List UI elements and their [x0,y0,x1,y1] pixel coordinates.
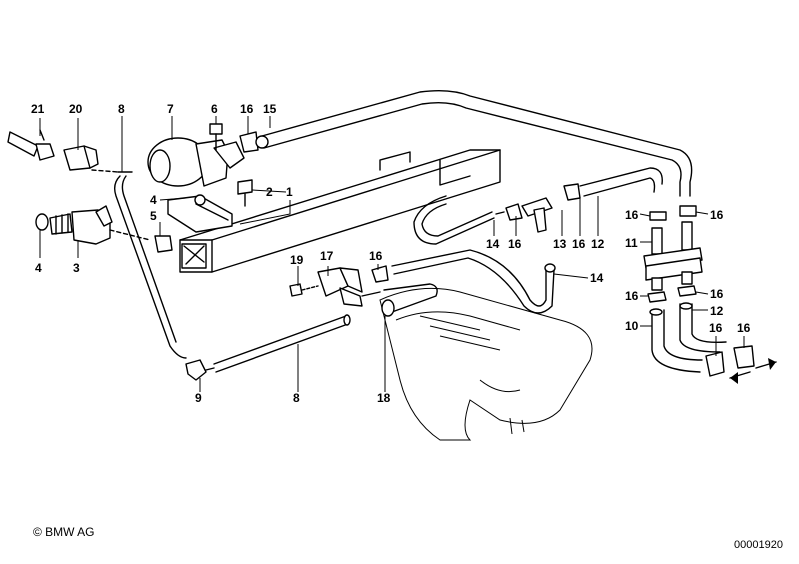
plug-21 [7,129,55,161]
intake-manifold [379,283,593,441]
hose-8-lower [213,314,351,373]
connector-9 [185,359,215,381]
screw-7 [209,123,223,151]
part-label-20: 20 [69,102,83,116]
right-assembly [643,205,777,384]
connector-13 [505,183,581,233]
part-label-16-r2: 16 [710,208,724,222]
part-label-17: 17 [320,249,334,263]
hose-14 [391,249,556,314]
connector-20 [63,145,99,171]
part-label-4-lower: 4 [35,261,42,275]
part-label-1: 1 [286,185,293,199]
part-label-16-c1: 16 [508,237,522,251]
part-label-12-upper: 12 [591,237,605,251]
part-label-4-upper: 4 [150,193,157,207]
leader-lines [39,116,745,392]
hose-12-upper [579,167,663,197]
clamp-top [239,131,269,153]
part-label-11: 11 [625,236,638,250]
part-label-16-top: 16 [240,102,254,116]
part-label-6: 7 [167,102,174,116]
part-label-8-bottom: 8 [293,391,300,405]
bracket-5 [154,235,173,253]
part-label-15: 15 [263,102,277,116]
pressure-regulator [147,137,245,233]
part-label-16-c2: 16 [572,237,586,251]
injector [35,205,151,245]
part-label-16-r3: 16 [625,289,639,303]
copyright-text: © BMW AG [33,525,95,539]
hose-14-small [413,195,505,245]
part-label-12-lower: 12 [710,304,724,318]
part-label-7: 6 [211,102,218,116]
part-label-16-r5: 16 [709,321,723,335]
part-label-3: 3 [73,261,80,275]
part-label-16-r6: 16 [737,321,751,335]
vacuum-hose-8 [91,169,187,359]
fuel-rail [179,149,501,273]
part-label-21: 21 [31,102,45,116]
part-label-2: 2 [266,185,273,199]
part-label-16-r4: 16 [710,287,724,301]
part-label-5: 5 [150,209,157,223]
screw-2 [237,179,253,207]
part-label-10: 10 [625,319,639,333]
part-label-9: 9 [195,391,202,405]
part-label-16-mid: 16 [369,249,383,263]
part-label-14-right: 14 [590,271,604,285]
drawing-number: 00001920 [734,539,783,551]
part-label-18: 18 [377,391,391,405]
part-label-16-r1: 16 [625,208,639,222]
part-label-13: 13 [553,237,567,251]
return-line-15 [261,89,693,197]
part-label-8-top: 8 [118,102,125,116]
part-label-19: 19 [290,253,304,267]
valve-17 [289,265,389,307]
part-label-14-left: 14 [486,237,500,251]
